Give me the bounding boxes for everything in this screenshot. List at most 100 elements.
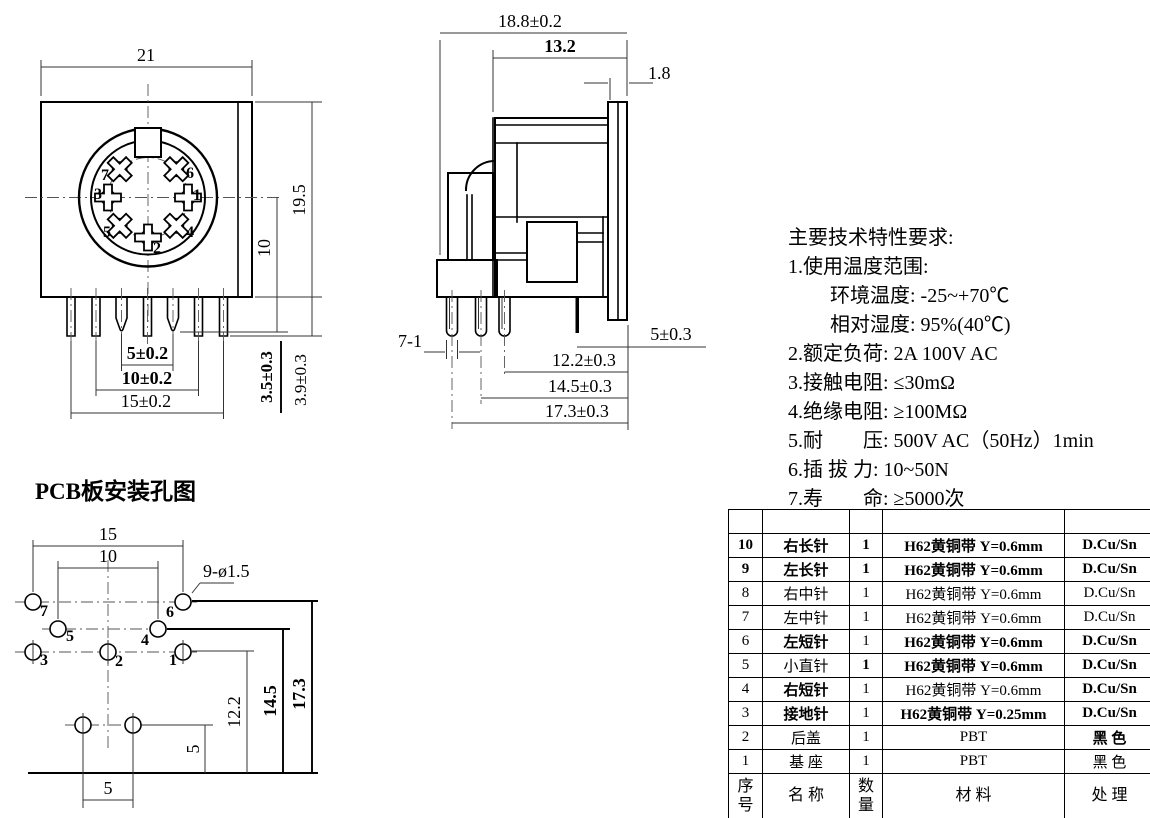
bom-cell-material: PBT [882, 749, 1065, 774]
tech-spec-line: 2.额定负荷: 2A 100V AC [788, 343, 998, 365]
bom-cell-material: H62黄铜带 Y=0.6mm [882, 581, 1065, 606]
bom-cell-qty: 1 [849, 725, 883, 750]
tech-spec-line: 1.使用温度范围: [788, 256, 929, 278]
bom-header-material: 材 料 [882, 773, 1065, 818]
bom-cell-qty: 1 [849, 677, 883, 702]
pcb-dim-v5: 5 [183, 745, 203, 754]
front-dim-width: 21 [137, 45, 155, 65]
bom-row: 6 左短针 1 H62黄铜带 Y=0.6mm D.Cu/Sn [728, 629, 1150, 654]
bom-cell-qty: 1 [849, 605, 883, 630]
bom-cell-qty: 1 [849, 653, 883, 678]
side-dim-body-width: 13.2 [544, 36, 576, 56]
pcb-hole3-label: 3 [40, 652, 48, 669]
bom-row-empty [728, 509, 1150, 534]
din-socket-contacts [94, 155, 202, 252]
front-pin2-label: 2 [153, 240, 161, 257]
bom-header-row: 序号 名 称 数量 材 料 处 理 [728, 773, 1150, 818]
bom-cell-finish: D.Cu/Sn [1064, 653, 1150, 678]
bom-cell-qty: 1 [849, 581, 883, 606]
bom-cell-material: H62黄铜带 Y=0.25mm [882, 701, 1065, 726]
bom-cell-no: 7 [728, 605, 763, 630]
pcb-dim-outer: 15 [99, 524, 117, 544]
bom-cell-finish: 黑 色 [1064, 749, 1150, 774]
bom-header-name: 名 称 [762, 773, 850, 818]
bom-cell-material: H62黄铜带 Y=0.6mm [882, 533, 1065, 558]
bom-cell-no: 3 [728, 701, 763, 726]
bom-row: 9 左长针 1 H62黄铜带 Y=0.6mm D.Cu/Sn [728, 557, 1150, 582]
bom-row: 3 接地针 1 H62黄铜带 Y=0.25mm D.Cu/Sn [728, 701, 1150, 726]
bom-cell-qty: 1 [849, 701, 883, 726]
front-pin5-label: 5 [103, 224, 111, 241]
side-view-drawing: 18.8±0.2 13.2 1.8 7-1 5±0.3 12.2±0.3 14.… [398, 11, 706, 430]
bom-cell-no: 5 [728, 653, 763, 678]
pcb-hole-diagram: PCB板安装孔图 7 6 5 4 3 2 1 [15, 478, 318, 808]
pcb-holes [24, 593, 192, 737]
bom-cell-finish: D.Cu/Sn [1064, 533, 1150, 558]
front-dim-span-outer: 15±0.2 [121, 391, 171, 411]
pcb-dim-v145: 14.5 [260, 685, 280, 717]
pcb-dim-v122: 12.2 [224, 696, 244, 728]
bom-cell-finish: D.Cu/Sn [1064, 701, 1150, 726]
pcb-dim-v173: 17.3 [289, 678, 309, 710]
pcb-hole4-label: 4 [141, 632, 149, 649]
tech-spec-line: 7.寿 命: ≥5000次 [788, 488, 965, 510]
pcb-hole6-label: 6 [166, 604, 174, 621]
bom-cell-material: H62黄铜带 Y=0.6mm [882, 557, 1065, 582]
front-dim-pin-long: 3.9±0.3 [291, 354, 310, 406]
bom-cell-name: 接地针 [762, 701, 850, 726]
bom-cell-name: 右中针 [762, 581, 850, 606]
front-dim-span-inner: 5±0.2 [127, 343, 168, 363]
side-dim-row3: 17.3±0.3 [545, 401, 609, 421]
bom-cell-name: 右短针 [762, 677, 850, 702]
tech-spec-line: 3.接触电阻: ≤30mΩ [788, 372, 955, 394]
bom-cell-name: 右长针 [762, 533, 850, 558]
front-dim-center-bottom: 10 [254, 239, 274, 257]
tech-spec-line: 5.耐 压: 500V AC（50Hz）1min [788, 430, 1094, 452]
tech-spec-line: 相对湿度: 95%(40℃) [830, 314, 1011, 336]
pcb-hole7-label: 7 [40, 603, 48, 620]
bom-row: 8 右中针 1 H62黄铜带 Y=0.6mm D.Cu/Sn [728, 581, 1150, 606]
bom-cell-qty: 1 [849, 749, 883, 774]
bom-cell-no: 8 [728, 581, 763, 606]
side-dim-row1: 12.2±0.3 [552, 350, 616, 370]
front-pin3-label: 3 [94, 186, 102, 203]
bom-cell-no: 2 [728, 725, 763, 750]
tech-spec-title: 主要技术特性要求: [788, 227, 954, 249]
bom-header-no: 序号 [728, 773, 763, 818]
bom-cell-qty: 1 [849, 629, 883, 654]
bom-row: 4 右短针 1 H62黄铜带 Y=0.6mm D.Cu/Sn [728, 677, 1150, 702]
pcb-hole2-label: 2 [115, 653, 123, 670]
bom-cell-name: 左长针 [762, 557, 850, 582]
front-pin1-label: 1 [193, 187, 201, 204]
bom-cell-no: 4 [728, 677, 763, 702]
bom-cell-no: 10 [728, 533, 763, 558]
bom-cell-no: 6 [728, 629, 763, 654]
side-view-pins [445, 290, 579, 429]
side-dim-pin-edge: 5±0.3 [650, 324, 691, 344]
bom-row: 2 后盖 1 PBT 黑 色 [728, 725, 1150, 750]
bom-row: 1 基 座 1 PBT 黑 色 [728, 749, 1150, 774]
bom-row: 10 右长针 1 H62黄铜带 Y=0.6mm D.Cu/Sn [728, 533, 1150, 558]
bom-header-qty: 数量 [849, 773, 883, 818]
side-dim-row2: 14.5±0.3 [548, 376, 612, 396]
bom-cell-name: 左短针 [762, 629, 850, 654]
pcb-dim-b5: 5 [104, 778, 113, 798]
bom-row: 5 小直针 1 H62黄铜带 Y=0.6mm D.Cu/Sn [728, 653, 1150, 678]
front-pin4-label: 4 [186, 224, 194, 241]
bom-cell-finish: D.Cu/Sn [1064, 557, 1150, 582]
bom-cell-finish: D.Cu/Sn [1064, 581, 1150, 606]
bom-cell-material: H62黄铜带 Y=0.6mm [882, 605, 1065, 630]
bom-table: 10 右长针 1 H62黄铜带 Y=0.6mm D.Cu/Sn 9 左长针 1 … [728, 509, 1150, 818]
bom-cell-no: 9 [728, 557, 763, 582]
pcb-hole-note: 9-ø1.5 [203, 561, 250, 581]
pcb-hole1-label: 1 [169, 652, 177, 669]
bom-header-finish: 处 理 [1064, 773, 1150, 818]
bom-cell-name: 基 座 [762, 749, 850, 774]
pcb-title: PCB板安装孔图 [35, 478, 196, 504]
front-view-drawing: 7 6 3 1 5 4 2 21 [25, 45, 322, 419]
front-dim-pin-short: 3.5±0.3 [257, 351, 276, 403]
bom-cell-finish: D.Cu/Sn [1064, 629, 1150, 654]
front-dim-span-mid: 10±0.2 [122, 368, 172, 388]
bom-cell-name: 小直针 [762, 653, 850, 678]
